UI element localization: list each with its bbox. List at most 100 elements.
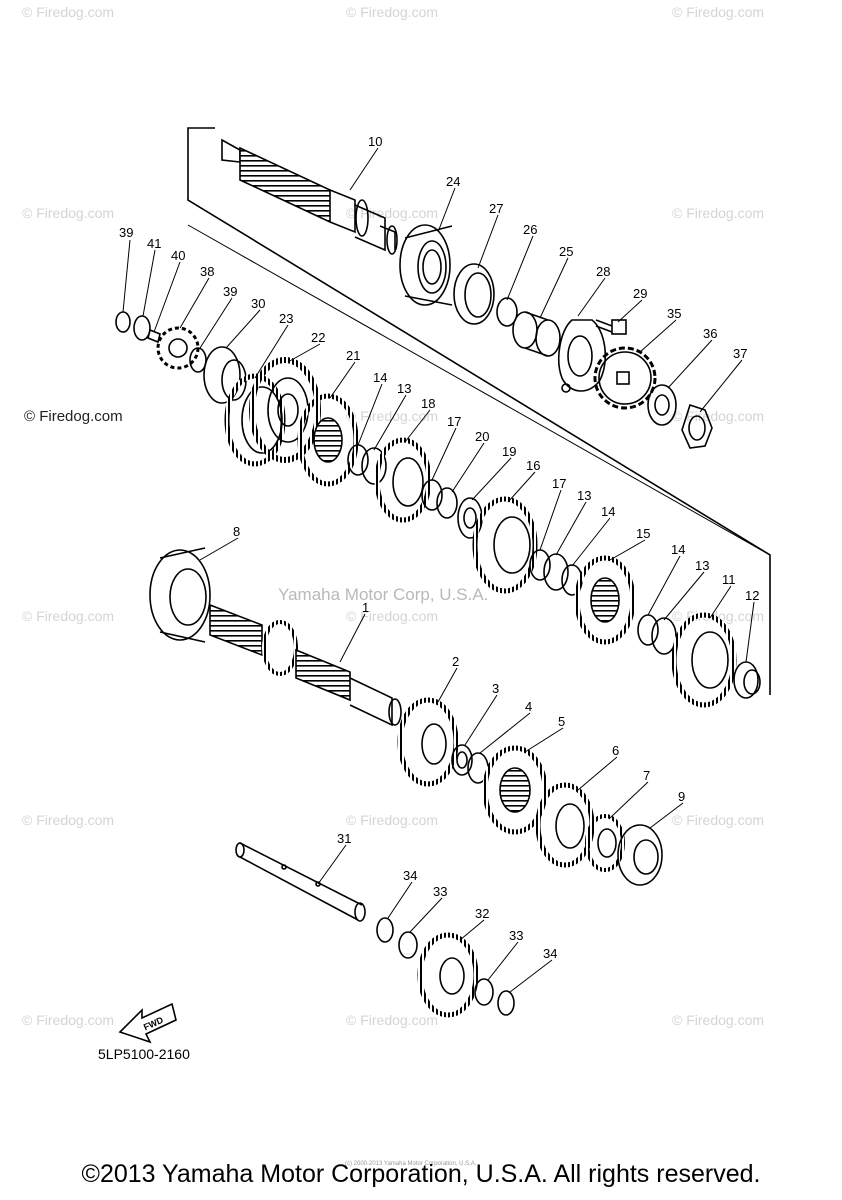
part-label: 18 — [421, 396, 435, 411]
bearing-24 — [399, 224, 453, 306]
washer-41 — [133, 315, 151, 341]
watermark: © Firedog.com — [22, 4, 115, 20]
part-label: 12 — [745, 588, 759, 603]
watermark: © Firedog.com — [672, 608, 765, 624]
part-label: 13 — [397, 381, 411, 396]
oil-seal-27 — [453, 263, 495, 325]
part-label: 35 — [667, 306, 681, 321]
tiny-credit: (c) 2000-2013 Yamaha Motor Corporation, … — [345, 1161, 477, 1167]
part-label: 6 — [612, 743, 619, 758]
gear-6 — [535, 782, 595, 868]
washer-33 — [398, 931, 418, 959]
part-label: 30 — [251, 296, 265, 311]
watermark: © Firedog.com — [22, 205, 115, 221]
washer-13b — [543, 553, 569, 591]
drive-sprocket-35 — [593, 346, 657, 410]
part-label: 31 — [337, 831, 351, 846]
gear-5 — [482, 745, 548, 835]
part-label: 14 — [671, 542, 685, 557]
watermark: © Firedog.com — [24, 408, 123, 425]
gear-7 — [585, 814, 625, 872]
part-label: 39 — [119, 225, 133, 240]
o-ring-26 — [496, 297, 518, 327]
watermark: © Firedog.com — [672, 812, 765, 828]
copyright-footer: ©2013 Yamaha Motor Corporation, U.S.A. A… — [81, 1160, 761, 1188]
part-label: 25 — [559, 244, 573, 259]
part-label: 22 — [311, 330, 325, 345]
part-label: 36 — [703, 326, 717, 341]
gear-18 — [374, 437, 432, 523]
part-label: 21 — [346, 348, 360, 363]
part-label: 19 — [502, 444, 516, 459]
part-number-labels: 10 24 27 26 25 28 29 35 36 37 39 41 40 3… — [119, 134, 759, 1032]
part-label: 4 — [525, 699, 532, 714]
part-label: 14 — [373, 370, 387, 385]
gear-16 — [472, 496, 538, 594]
part-label: 26 — [523, 222, 537, 237]
part-label: 10 — [368, 134, 382, 149]
plate-40 — [147, 328, 161, 344]
circlip-34 — [376, 917, 394, 943]
assembly-outline — [187, 127, 771, 695]
lock-washer-36 — [647, 384, 677, 426]
watermark: © Firedog.com — [22, 1012, 115, 1028]
fwd-arrow-icon — [118, 1002, 177, 1044]
part-label: 33 — [509, 928, 523, 943]
sprocket-38 — [156, 326, 200, 370]
part-label: 29 — [633, 286, 647, 301]
gear-23 — [224, 373, 286, 467]
part-label: 20 — [475, 429, 489, 444]
part-label: 3 — [492, 681, 499, 696]
gear-21 — [297, 393, 359, 487]
part-label: 2 — [452, 654, 459, 669]
center-watermark: Yamaha Motor Corp, U.S.A. — [278, 585, 489, 604]
bearing-30 — [203, 346, 247, 404]
part-label: 24 — [446, 174, 460, 189]
lock-washer-28 — [558, 319, 607, 393]
collar-12 — [733, 661, 761, 699]
part-label: 28 — [596, 264, 610, 279]
part-label: 39 — [223, 284, 237, 299]
part-label: 7 — [643, 768, 650, 783]
watermark: © Firedog.com — [672, 205, 765, 221]
part-label: 14 — [601, 504, 615, 519]
part-label: 23 — [279, 311, 293, 326]
part-label: 13 — [695, 558, 709, 573]
bearing-8 — [149, 547, 211, 643]
part-label: 41 — [147, 236, 161, 251]
watermark: © Firedog.com — [346, 608, 439, 624]
watermark: © Firedog.com — [672, 4, 765, 20]
part-label: 34 — [543, 946, 557, 961]
nut-37 — [681, 403, 713, 449]
part-label: 37 — [733, 346, 747, 361]
watermark: © Firedog.com — [22, 812, 115, 828]
washer-33b — [474, 978, 494, 1006]
circlip-39 — [115, 311, 131, 333]
part-label: 27 — [489, 201, 503, 216]
part-label: 8 — [233, 524, 240, 539]
watermark: © Firedog.com — [346, 1012, 439, 1028]
part-label: 34 — [403, 868, 417, 883]
gear-11 — [671, 612, 737, 708]
circlip-34b — [497, 990, 515, 1016]
collar-3 — [451, 744, 473, 776]
part-label: 16 — [526, 458, 540, 473]
watermark: © Firedog.com — [672, 1012, 765, 1028]
part-label: 38 — [200, 264, 214, 279]
watermark: © Firedog.com — [346, 812, 439, 828]
part-label: 17 — [447, 414, 461, 429]
part-label: 1 — [362, 600, 369, 615]
leader-lines — [122, 147, 755, 993]
collar-25 — [512, 311, 561, 357]
main-axle-part — [221, 138, 398, 255]
gear-2 — [397, 697, 459, 787]
watermark: © Firedog.com — [22, 608, 115, 624]
bearing-9 — [617, 824, 663, 886]
part-label: 13 — [577, 488, 591, 503]
shift-shaft-31 — [235, 842, 366, 922]
part-label: 17 — [552, 476, 566, 491]
watermark: © Firedog.com — [346, 408, 439, 424]
washer-20 — [436, 487, 458, 519]
part-label: 11 — [722, 572, 736, 587]
